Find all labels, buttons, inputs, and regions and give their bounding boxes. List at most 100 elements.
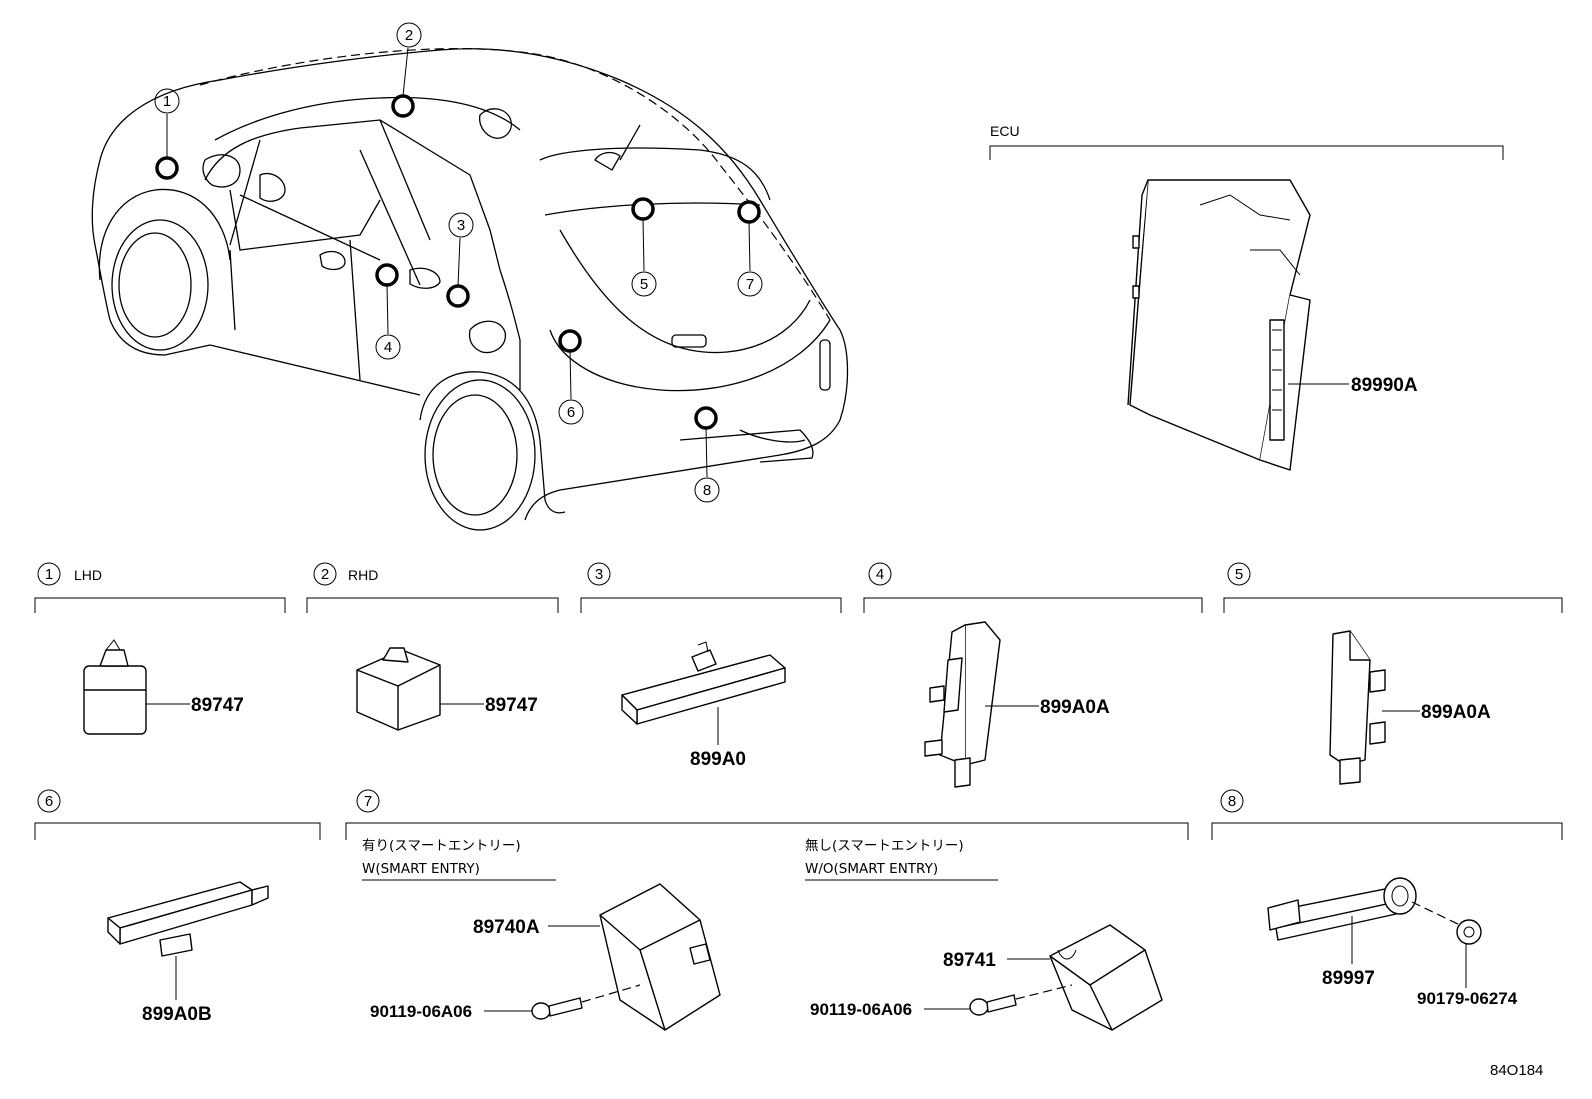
callout-2: [396, 22, 422, 48]
section-5-part-number: 899A0A: [1421, 702, 1491, 723]
section-1-lhd: 1 LHD 89747: [34, 562, 286, 735]
receiver-without: [1049, 924, 1163, 1031]
section-6-part-number: 899A0B: [142, 1004, 212, 1025]
ecu-section: ECU 89990A: [989, 123, 1504, 471]
car-callouts: 1 2 3 4 5 6 7 8: [154, 22, 763, 503]
callout-5: [631, 271, 657, 297]
section-6: 6 899A0B: [34, 789, 321, 1025]
without-caption-jp: 無し(スマートエントリー): [805, 838, 964, 854]
antenna-6: [107, 881, 269, 957]
bolt-without: [969, 994, 1017, 1016]
section-1-bracket: [34, 597, 286, 613]
rear-wheel: [419, 371, 541, 531]
section-2-label: RHD: [348, 567, 378, 583]
section-1-badge: [37, 562, 61, 586]
antenna-5: [1329, 630, 1386, 785]
section-8-clip-number: 90179-06274: [1417, 989, 1518, 1008]
marker-1: [155, 156, 179, 180]
marker-2: [391, 94, 415, 118]
figure-id: 84O184: [1490, 1062, 1543, 1079]
section-1-label: LHD: [74, 567, 102, 583]
ecu-bracket: [989, 145, 1504, 160]
buzzer-lhd: [83, 639, 147, 735]
callout-8: [694, 477, 720, 503]
sensor-8: [1267, 877, 1417, 941]
callout-8-text: 8: [703, 482, 711, 499]
section-7-badge: [356, 789, 380, 813]
receiver-with: [599, 883, 721, 1031]
front-wheel: [98, 188, 231, 351]
section-7-with-smart-entry: 有り(スマートエントリー) W(SMART ENTRY) 89740A 9011…: [362, 838, 721, 1031]
section-8-badge: [1220, 789, 1244, 813]
svg-text:8: 8: [1228, 793, 1236, 810]
section-7-without-smart-entry: 無し(スマートエントリー) W/O(SMART ENTRY) 89741 901…: [805, 838, 1163, 1031]
without-part-number: 89741: [943, 950, 996, 971]
section-1-part-number: 89747: [191, 695, 244, 716]
marker-8: [694, 406, 718, 430]
section-4: 4 899A0A: [863, 562, 1203, 788]
section-3-part-number: 899A0: [690, 749, 746, 770]
ecu-label: ECU: [990, 123, 1020, 139]
section-8-part-number: 89997: [1322, 968, 1375, 989]
callout-4-text: 4: [384, 339, 392, 356]
callout-7-text: 7: [746, 276, 754, 293]
callout-3: [448, 212, 474, 238]
with-part-number: 89740A: [473, 917, 540, 938]
callout-5-text: 5: [640, 276, 648, 293]
buzzer-rhd: [356, 647, 441, 731]
section-3-badge: [587, 562, 611, 586]
callout-1-text: 1: [163, 93, 171, 110]
section-5-badge: [1227, 562, 1251, 586]
marker-6-7: [737, 200, 761, 224]
section-8-bracket: [1211, 822, 1563, 840]
clip-8: [1456, 919, 1482, 945]
section-4-badge: [868, 562, 892, 586]
section-8: 8 89997 90179-06274: [1211, 789, 1563, 1008]
callout-6: [558, 399, 584, 425]
callout-2-text: 2: [405, 27, 413, 44]
section-4-part-number: 899A0A: [1040, 697, 1110, 718]
callout-3-text: 3: [457, 217, 465, 234]
svg-text:4: 4: [876, 566, 884, 583]
section-2-bracket: [306, 597, 559, 613]
svg-text:7: 7: [364, 793, 372, 810]
svg-text:6: 6: [45, 793, 53, 810]
marker-6: [558, 329, 582, 353]
callout-4: [375, 334, 401, 360]
svg-text:1: 1: [45, 566, 53, 583]
antenna-3: [621, 641, 786, 725]
marker-4: [375, 263, 399, 287]
without-caption-en: W/O(SMART ENTRY): [805, 861, 938, 877]
section-2-badge: [313, 562, 337, 586]
with-caption-en: W(SMART ENTRY): [362, 861, 480, 877]
antenna-4: [924, 621, 1001, 788]
section-6-badge: [37, 789, 61, 813]
with-caption-jp: 有り(スマートエントリー): [362, 838, 521, 854]
marker-5: [631, 197, 655, 221]
section-3: 3 899A0: [580, 562, 842, 770]
without-bolt-number: 90119-06A06: [810, 1000, 912, 1019]
section-7: 7 有り(スマートエントリー) W(SMART ENTRY) 89740A 90…: [345, 789, 1189, 1031]
ecu-module: [1127, 179, 1311, 471]
section-5: 5 899A0A: [1223, 562, 1563, 785]
section-3-bracket: [580, 597, 842, 613]
section-4-bracket: [863, 597, 1203, 613]
car-markers: [155, 94, 761, 430]
section-2-rhd: 2 RHD 89747: [306, 562, 559, 731]
section-5-bracket: [1223, 597, 1563, 613]
ecu-part-number: 89990A: [1351, 375, 1418, 396]
car-illustration: 1 2 3 4 5 6 7 8: [91, 22, 849, 531]
svg-text:5: 5: [1235, 566, 1243, 583]
with-bolt-number: 90119-06A06: [370, 1002, 472, 1021]
marker-3: [446, 284, 470, 308]
bolt-with: [531, 997, 583, 1020]
svg-text:3: 3: [595, 566, 603, 583]
section-6-bracket: [34, 822, 321, 840]
section-2-part-number: 89747: [485, 695, 538, 716]
svg-text:2: 2: [321, 566, 329, 583]
section-7-bracket: [345, 822, 1189, 840]
callout-1: [154, 88, 180, 114]
callout-6-text: 6: [567, 404, 575, 421]
callout-7: [737, 271, 763, 297]
